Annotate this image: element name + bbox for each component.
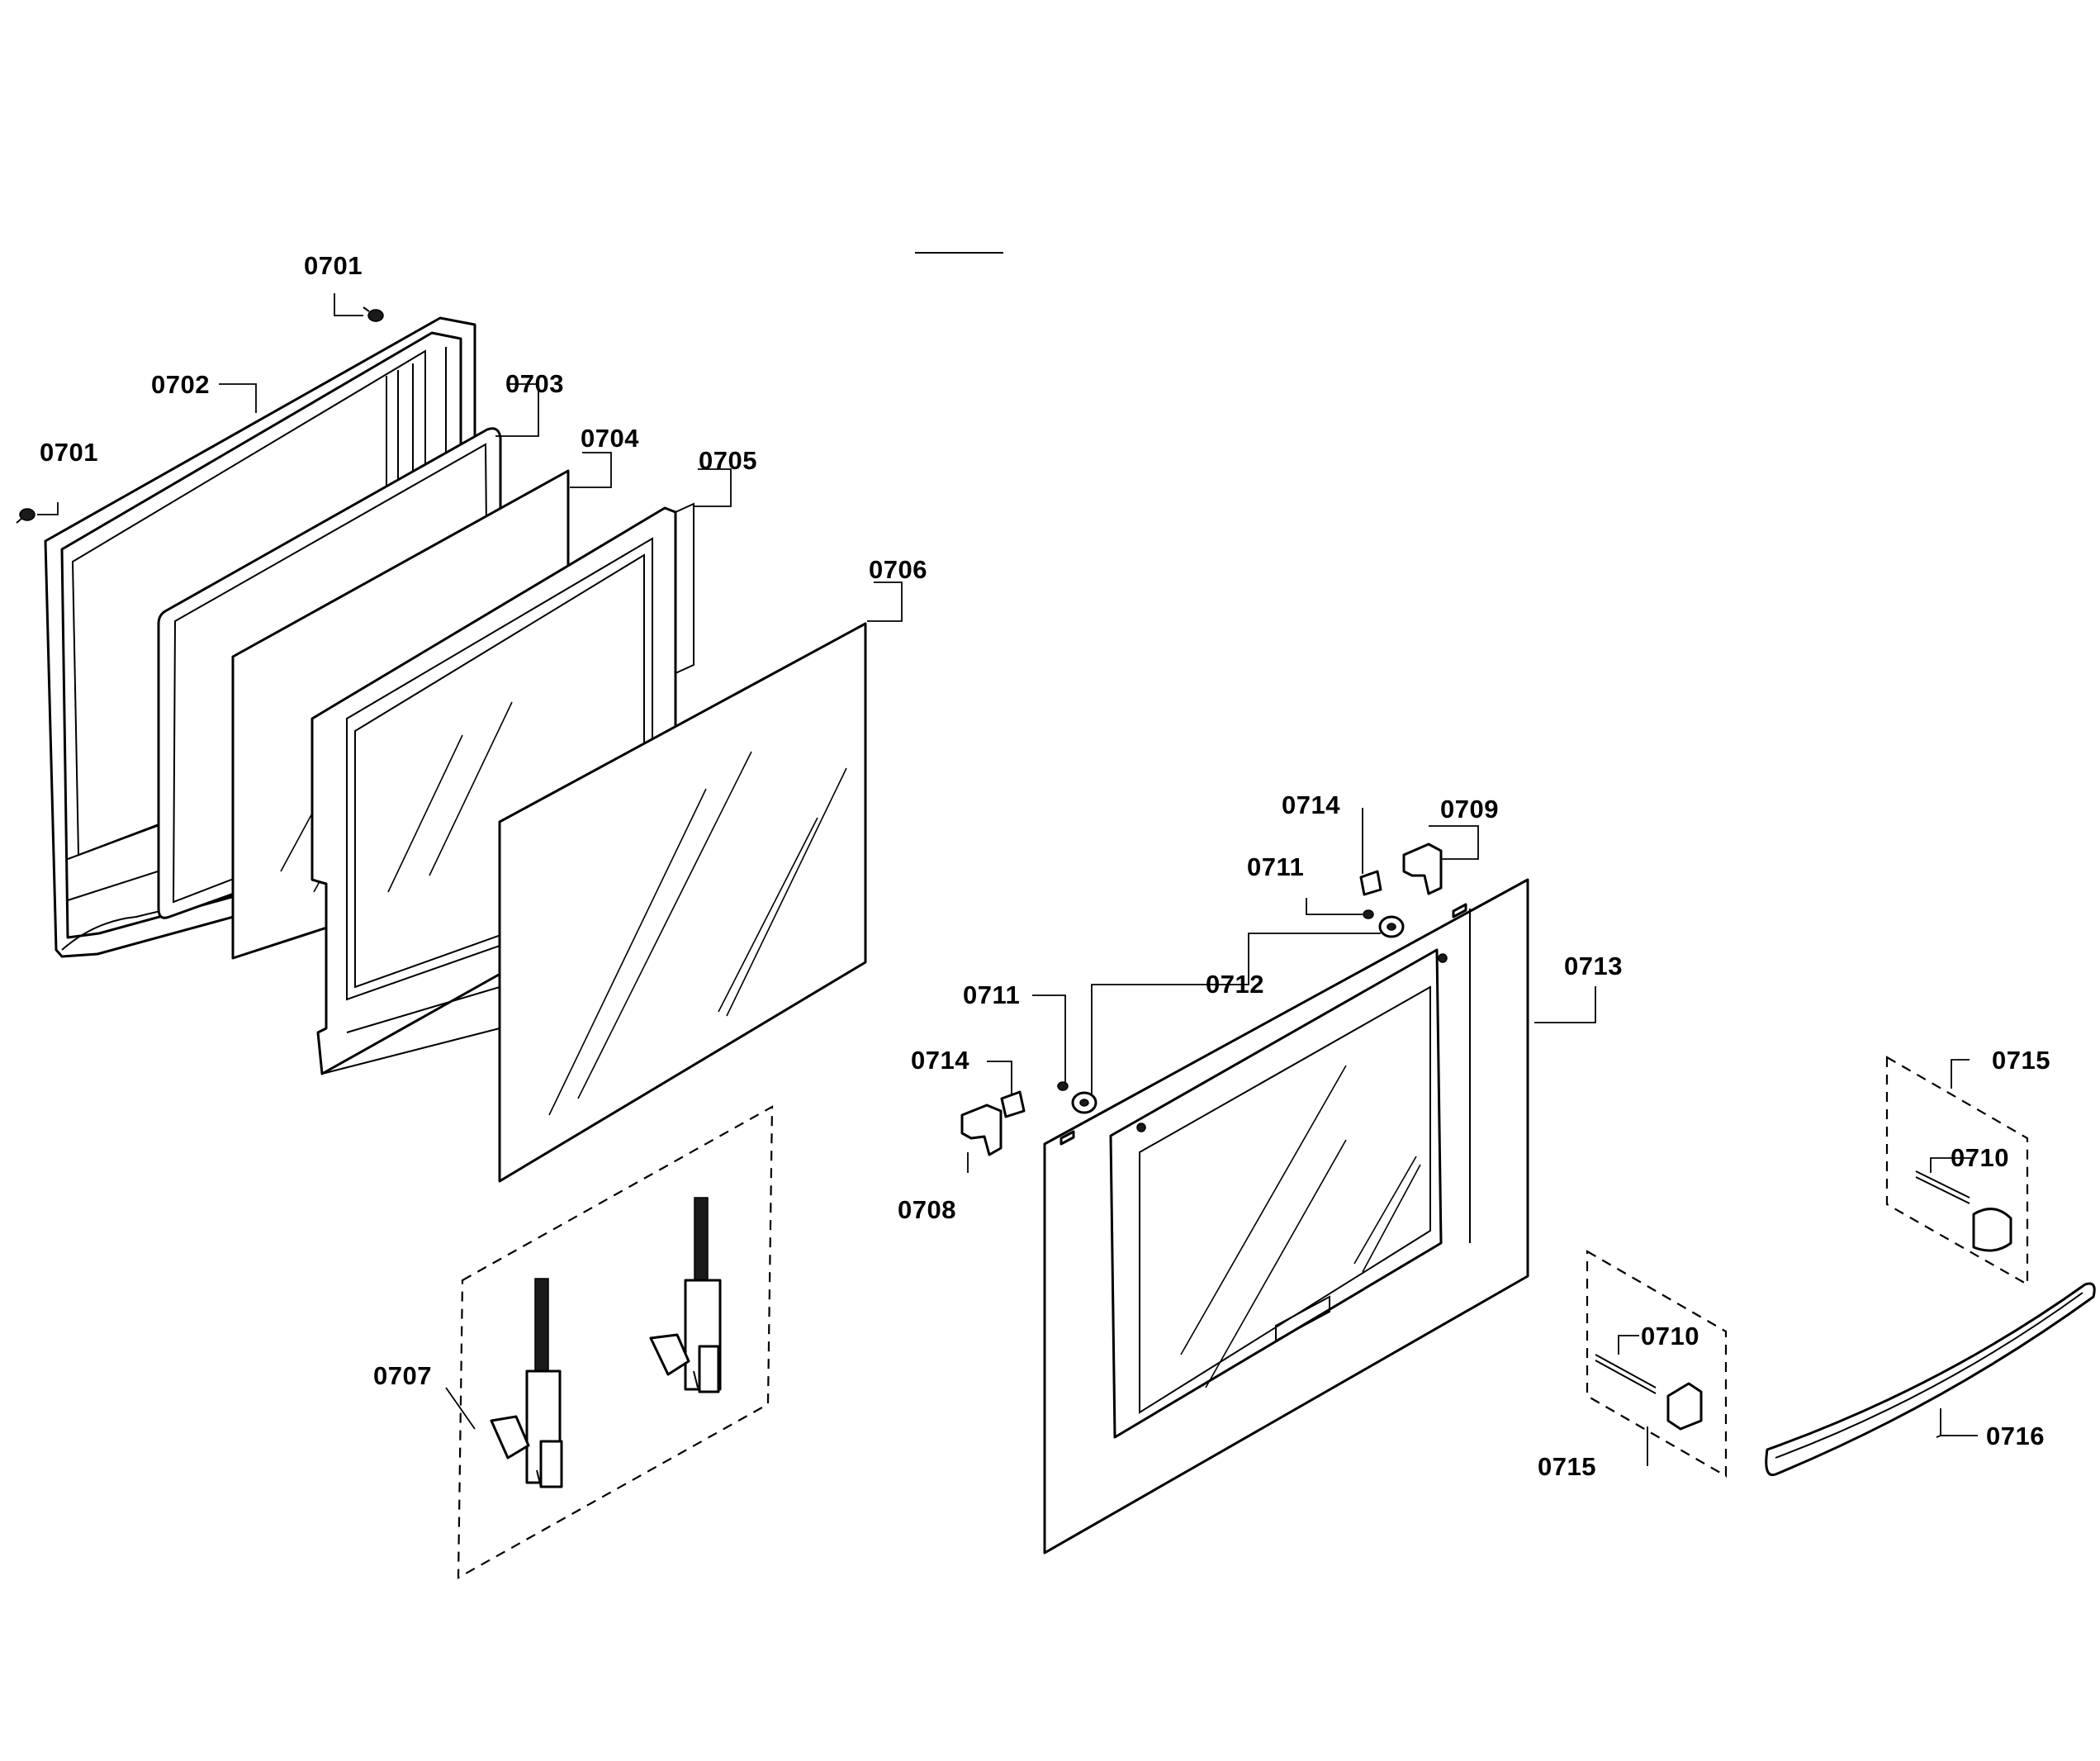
callout-0709: 0709 — [1440, 795, 1499, 824]
callout-0705: 0705 — [699, 446, 757, 475]
callout-0707: 0707 — [373, 1361, 432, 1390]
callout-labels: 0701 0701 0702 0703 0704 0705 0706 0707 … — [40, 251, 2050, 1481]
hinge-group — [457, 1105, 774, 1579]
callout-0710-upper: 0710 — [1951, 1143, 2009, 1172]
callout-0711-left: 0711 — [963, 980, 1020, 1009]
callout-0716: 0716 — [1986, 1422, 2045, 1450]
callout-0715-upper: 0715 — [1992, 1046, 2050, 1075]
hinge-left — [490, 1278, 563, 1488]
callout-0701-top: 0701 — [304, 251, 363, 280]
hinge-right — [649, 1197, 722, 1393]
screw-top — [363, 306, 384, 322]
hinge-bracket-left — [960, 1104, 1003, 1156]
leader-lines — [37, 293, 1978, 1466]
bushing-top — [1378, 915, 1405, 938]
outer-glass-panel — [498, 622, 867, 1183]
washer-left — [1057, 1081, 1069, 1091]
clip-top — [1359, 870, 1382, 896]
callout-0710-lower: 0710 — [1641, 1322, 1699, 1350]
callout-0714-top: 0714 — [1282, 790, 1340, 819]
screw-left — [16, 508, 36, 524]
handle-mount-group-right — [1885, 1056, 2029, 1286]
bushing-left — [1071, 1091, 1097, 1114]
handle-mount-group-left — [1586, 1250, 1728, 1478]
callout-0715-lower: 0715 — [1538, 1452, 1596, 1481]
callout-0708: 0708 — [898, 1195, 956, 1224]
washer-top — [1363, 909, 1374, 919]
callout-0702: 0702 — [151, 370, 210, 399]
clip-left — [1000, 1090, 1026, 1118]
callout-0704: 0704 — [581, 424, 639, 453]
hinge-bracket-right — [1402, 843, 1443, 895]
callout-0712: 0712 — [1206, 970, 1264, 999]
door-handle — [1765, 1282, 2096, 1477]
callout-0706: 0706 — [869, 555, 927, 584]
callout-0714-left: 0714 — [911, 1046, 969, 1075]
callout-0711-top: 0711 — [1247, 852, 1304, 881]
callout-0701-left: 0701 — [40, 438, 98, 467]
callout-0703: 0703 — [505, 369, 564, 398]
callout-0713: 0713 — [1564, 952, 1623, 980]
outer-door-panel — [1043, 878, 1529, 1555]
